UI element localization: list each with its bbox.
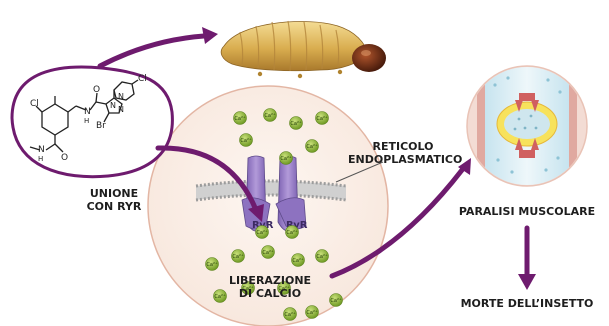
muscle-fiber <box>467 60 587 200</box>
chem-cl-left: Cl <box>30 99 39 109</box>
label-release-line1: LIBERAZIONE <box>220 274 320 287</box>
chem-n-pyrazole-1: N <box>110 101 116 110</box>
chem-n-bottom-h: H <box>38 155 43 163</box>
label-paralysis: PARALISI MUSCOLARE <box>455 205 599 218</box>
larva-image <box>221 21 386 78</box>
calcium-ion: Ca²⁺ <box>330 294 343 307</box>
calcium-ion: Ca²⁺ <box>306 306 319 319</box>
calcium-ion-label: Ca²⁺ <box>292 258 304 264</box>
calcium-ion: Ca²⁺ <box>256 226 269 239</box>
calcium-ion-label: Ca²⁺ <box>232 254 244 260</box>
label-er-line1: RETICOLO <box>348 140 458 153</box>
calcium-ion-label: Ca²⁺ <box>284 312 296 318</box>
chem-cl-right: Cl <box>138 74 147 84</box>
chemical-frame <box>12 67 172 177</box>
calcium-ion: Ca²⁺ <box>286 226 299 239</box>
chem-o-bottom: O <box>61 153 68 163</box>
calcium-ion-label: Ca²⁺ <box>264 113 276 119</box>
label-er: RETICOLO ENDOPLASMATICO <box>348 140 458 166</box>
chem-n-amide-h: H <box>84 117 89 125</box>
calcium-ion-label: Ca²⁺ <box>262 250 274 256</box>
calcium-ion: Ca²⁺ <box>280 152 293 165</box>
calcium-ion: Ca²⁺ <box>262 246 275 259</box>
calcium-ion: Ca²⁺ <box>240 134 253 147</box>
label-release-line2: DI CALCIO <box>220 287 320 300</box>
calcium-ion: Ca²⁺ <box>316 250 329 263</box>
calcium-ion: Ca²⁺ <box>292 254 305 267</box>
label-binding-line1: UNIONE <box>82 187 146 200</box>
chem-n-bottom: N <box>38 145 45 155</box>
label-binding-line2: CON RYR <box>82 200 146 213</box>
chem-n-amide: N <box>84 107 91 117</box>
calcium-ion: Ca²⁺ <box>306 140 319 153</box>
calcium-ion-label: Ca²⁺ <box>316 116 328 122</box>
calcium-ion-label: Ca²⁺ <box>306 310 318 316</box>
calcium-ion: Ca²⁺ <box>290 117 303 130</box>
chem-o-top: O <box>93 85 100 95</box>
calcium-ion: Ca²⁺ <box>232 250 245 263</box>
calcium-ion-label: Ca²⁺ <box>306 144 318 150</box>
calcium-ion-label: Ca²⁺ <box>256 230 268 236</box>
arrowhead-death <box>518 274 536 290</box>
calcium-ion-label: Ca²⁺ <box>240 138 252 144</box>
chem-br: Br <box>96 121 106 131</box>
label-release: LIBERAZIONE DI CALCIO <box>220 274 320 300</box>
calcium-ion-label: Ca²⁺ <box>206 262 218 268</box>
calcium-ion: Ca²⁺ <box>284 308 297 321</box>
calcium-ion-label: Ca²⁺ <box>316 254 328 260</box>
calcium-ion-label: Ca²⁺ <box>234 116 246 122</box>
calcium-ion: Ca²⁺ <box>234 112 247 125</box>
arrowhead-larva <box>202 27 218 44</box>
label-death: MORTE DELL’INSETTO <box>453 297 601 310</box>
calcium-ion: Ca²⁺ <box>264 109 277 122</box>
calcium-ion-label: Ca²⁺ <box>330 298 342 304</box>
calcium-ion: Ca²⁺ <box>206 258 219 271</box>
calcium-ion-label: Ca²⁺ <box>286 230 298 236</box>
calcium-ion: Ca²⁺ <box>316 112 329 125</box>
label-er-line2: ENDOPLASMATICO <box>348 153 458 166</box>
calcium-ion-label: Ca²⁺ <box>280 156 292 162</box>
chem-n-pyrazole-2: N <box>118 105 124 114</box>
label-binding: UNIONE CON RYR <box>82 187 146 213</box>
chem-n-pyridine: N <box>118 92 124 101</box>
arrow-to-larva <box>100 36 204 66</box>
calcium-ion-label: Ca²⁺ <box>290 121 302 127</box>
